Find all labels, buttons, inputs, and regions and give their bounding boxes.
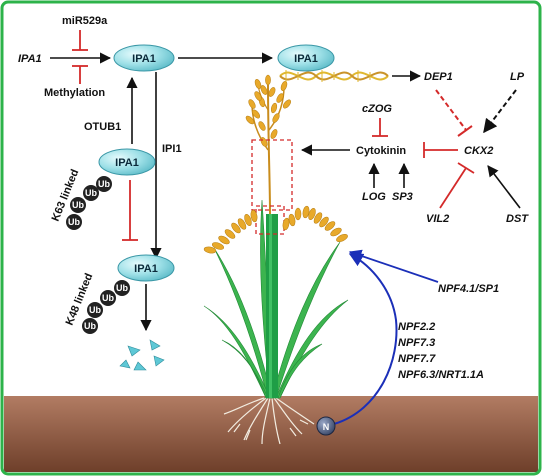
npf77-label: NPF7.7 bbox=[398, 353, 436, 365]
ub-label: Ub bbox=[68, 217, 80, 227]
ipa1-gene-label: IPA1 bbox=[18, 53, 42, 65]
ub-label: Ub bbox=[84, 321, 96, 331]
ipa1-dna-label: IPA1 bbox=[294, 53, 318, 65]
nitrogen-label: N bbox=[323, 422, 330, 432]
npf41-label: NPF4.1/SP1 bbox=[438, 283, 499, 295]
ipa1-top-label: IPA1 bbox=[132, 53, 156, 65]
ub-label: Ub bbox=[85, 188, 97, 198]
vil2-label: VIL2 bbox=[426, 213, 449, 225]
k63-ub-chain: Ub Ub Ub Ub bbox=[66, 176, 112, 230]
log-label: LOG bbox=[362, 191, 386, 203]
ub-label: Ub bbox=[102, 293, 114, 303]
ipi1-label: IPI1 bbox=[162, 143, 182, 155]
dna-helix bbox=[279, 70, 389, 82]
lp-arrow bbox=[483, 89, 517, 134]
ipa1-node-bottom: IPA1 bbox=[117, 254, 175, 282]
ipa1-bottom-label: IPA1 bbox=[134, 263, 158, 275]
ipa1-node-mid: IPA1 bbox=[98, 148, 156, 176]
rice-panicle bbox=[245, 74, 292, 215]
npf63-label: NPF6.3/NRT1.1A bbox=[398, 369, 484, 381]
dep1-inhibit bbox=[435, 89, 467, 131]
ub-label: Ub bbox=[98, 179, 110, 189]
soil-band bbox=[4, 396, 538, 472]
lp-label: LP bbox=[510, 71, 525, 83]
ipa1-dna-node: IPA1 bbox=[277, 44, 335, 72]
ipa1-node-top: IPA1 bbox=[113, 44, 175, 72]
dst-label: DST bbox=[506, 213, 529, 225]
degraded-fragments bbox=[119, 339, 165, 371]
rice-plant bbox=[203, 74, 349, 445]
dst-arrow bbox=[487, 165, 521, 209]
ub-label: Ub bbox=[116, 283, 128, 293]
k48-ub-chain: Ub Ub Ub Ub bbox=[82, 280, 130, 334]
vil2-inhibit bbox=[439, 167, 467, 209]
ckx2-label: CKX2 bbox=[464, 145, 493, 157]
cytokinin-label: Cytokinin bbox=[356, 145, 406, 157]
plant-roots bbox=[223, 397, 315, 445]
npf22-label: NPF2.2 bbox=[398, 321, 435, 333]
npf41-arrow bbox=[348, 249, 439, 283]
ipa1-mid-label: IPA1 bbox=[115, 157, 139, 169]
npf73-label: NPF7.3 bbox=[398, 337, 435, 349]
ub-label: Ub bbox=[72, 200, 84, 210]
grain-clusters bbox=[203, 205, 348, 254]
czog-label: cZOG bbox=[362, 103, 392, 115]
nitrogen-uptake-arrow bbox=[333, 253, 398, 425]
mir529a-label: miR529a bbox=[62, 15, 108, 27]
sp3-label: SP3 bbox=[392, 191, 413, 203]
dep1-label: DEP1 bbox=[424, 71, 453, 83]
methylation-label: Methylation bbox=[44, 87, 105, 99]
ub-label: Ub bbox=[89, 305, 101, 315]
nitrogen-node: N bbox=[316, 416, 336, 436]
otub1-label: OTUB1 bbox=[84, 121, 121, 133]
panicle-highlight-box bbox=[251, 139, 293, 211]
